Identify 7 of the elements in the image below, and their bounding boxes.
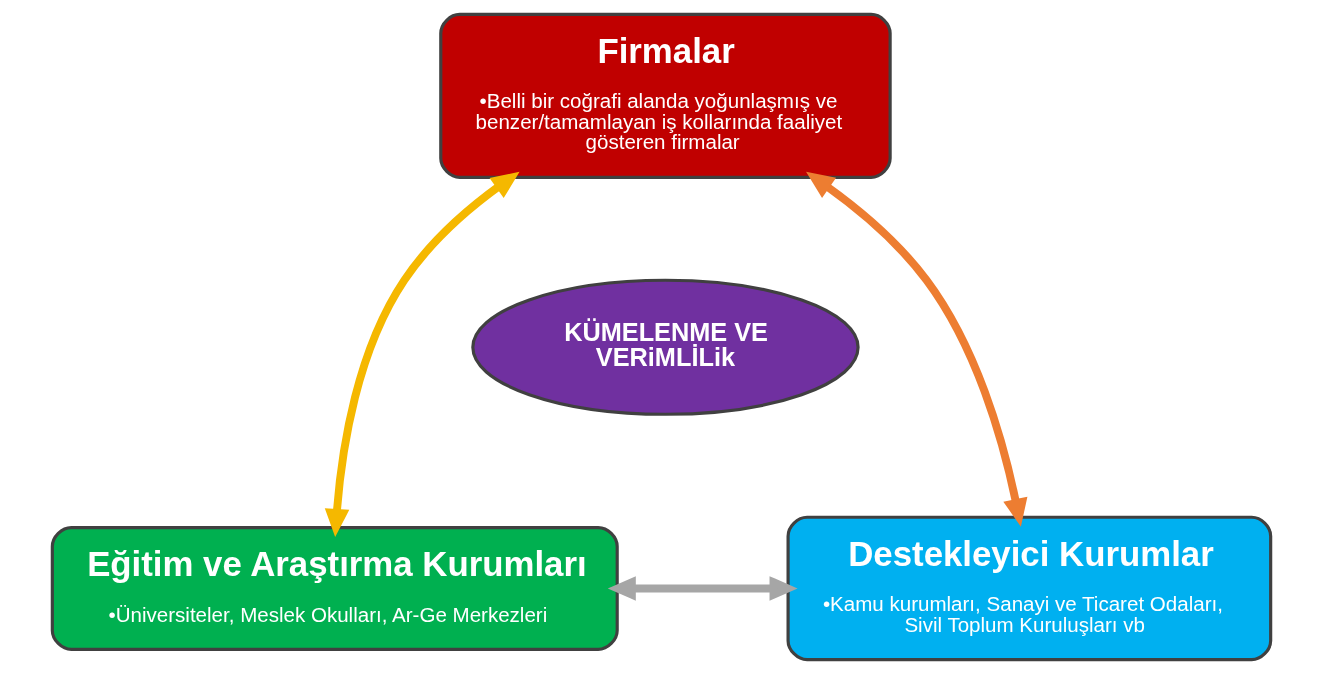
- arrow: [324, 171, 520, 537]
- node-box: Firmalar •Belli bir coğrafi alanda yoğunlaşmış ve benzer/tamamlayan iş kollarında faaliyet gösteren firmalar: [439, 12, 892, 179]
- arrow: [806, 171, 1028, 527]
- node-box: Eğitim ve Araştırma Kurumları •Üniversiteler, Meslek Okulları, Ar-Ge Merkezleri: [50, 525, 619, 651]
- node-box: Destekleyici Kurumlar •Kamu kurumları, Sanayi ve Ticaret Odaları, Sivil Toplum Kuruluşları vb: [786, 515, 1273, 662]
- arrow: [607, 576, 798, 601]
- node-ellipse: KÜMELENME VE VERiMLİLik: [471, 278, 860, 416]
